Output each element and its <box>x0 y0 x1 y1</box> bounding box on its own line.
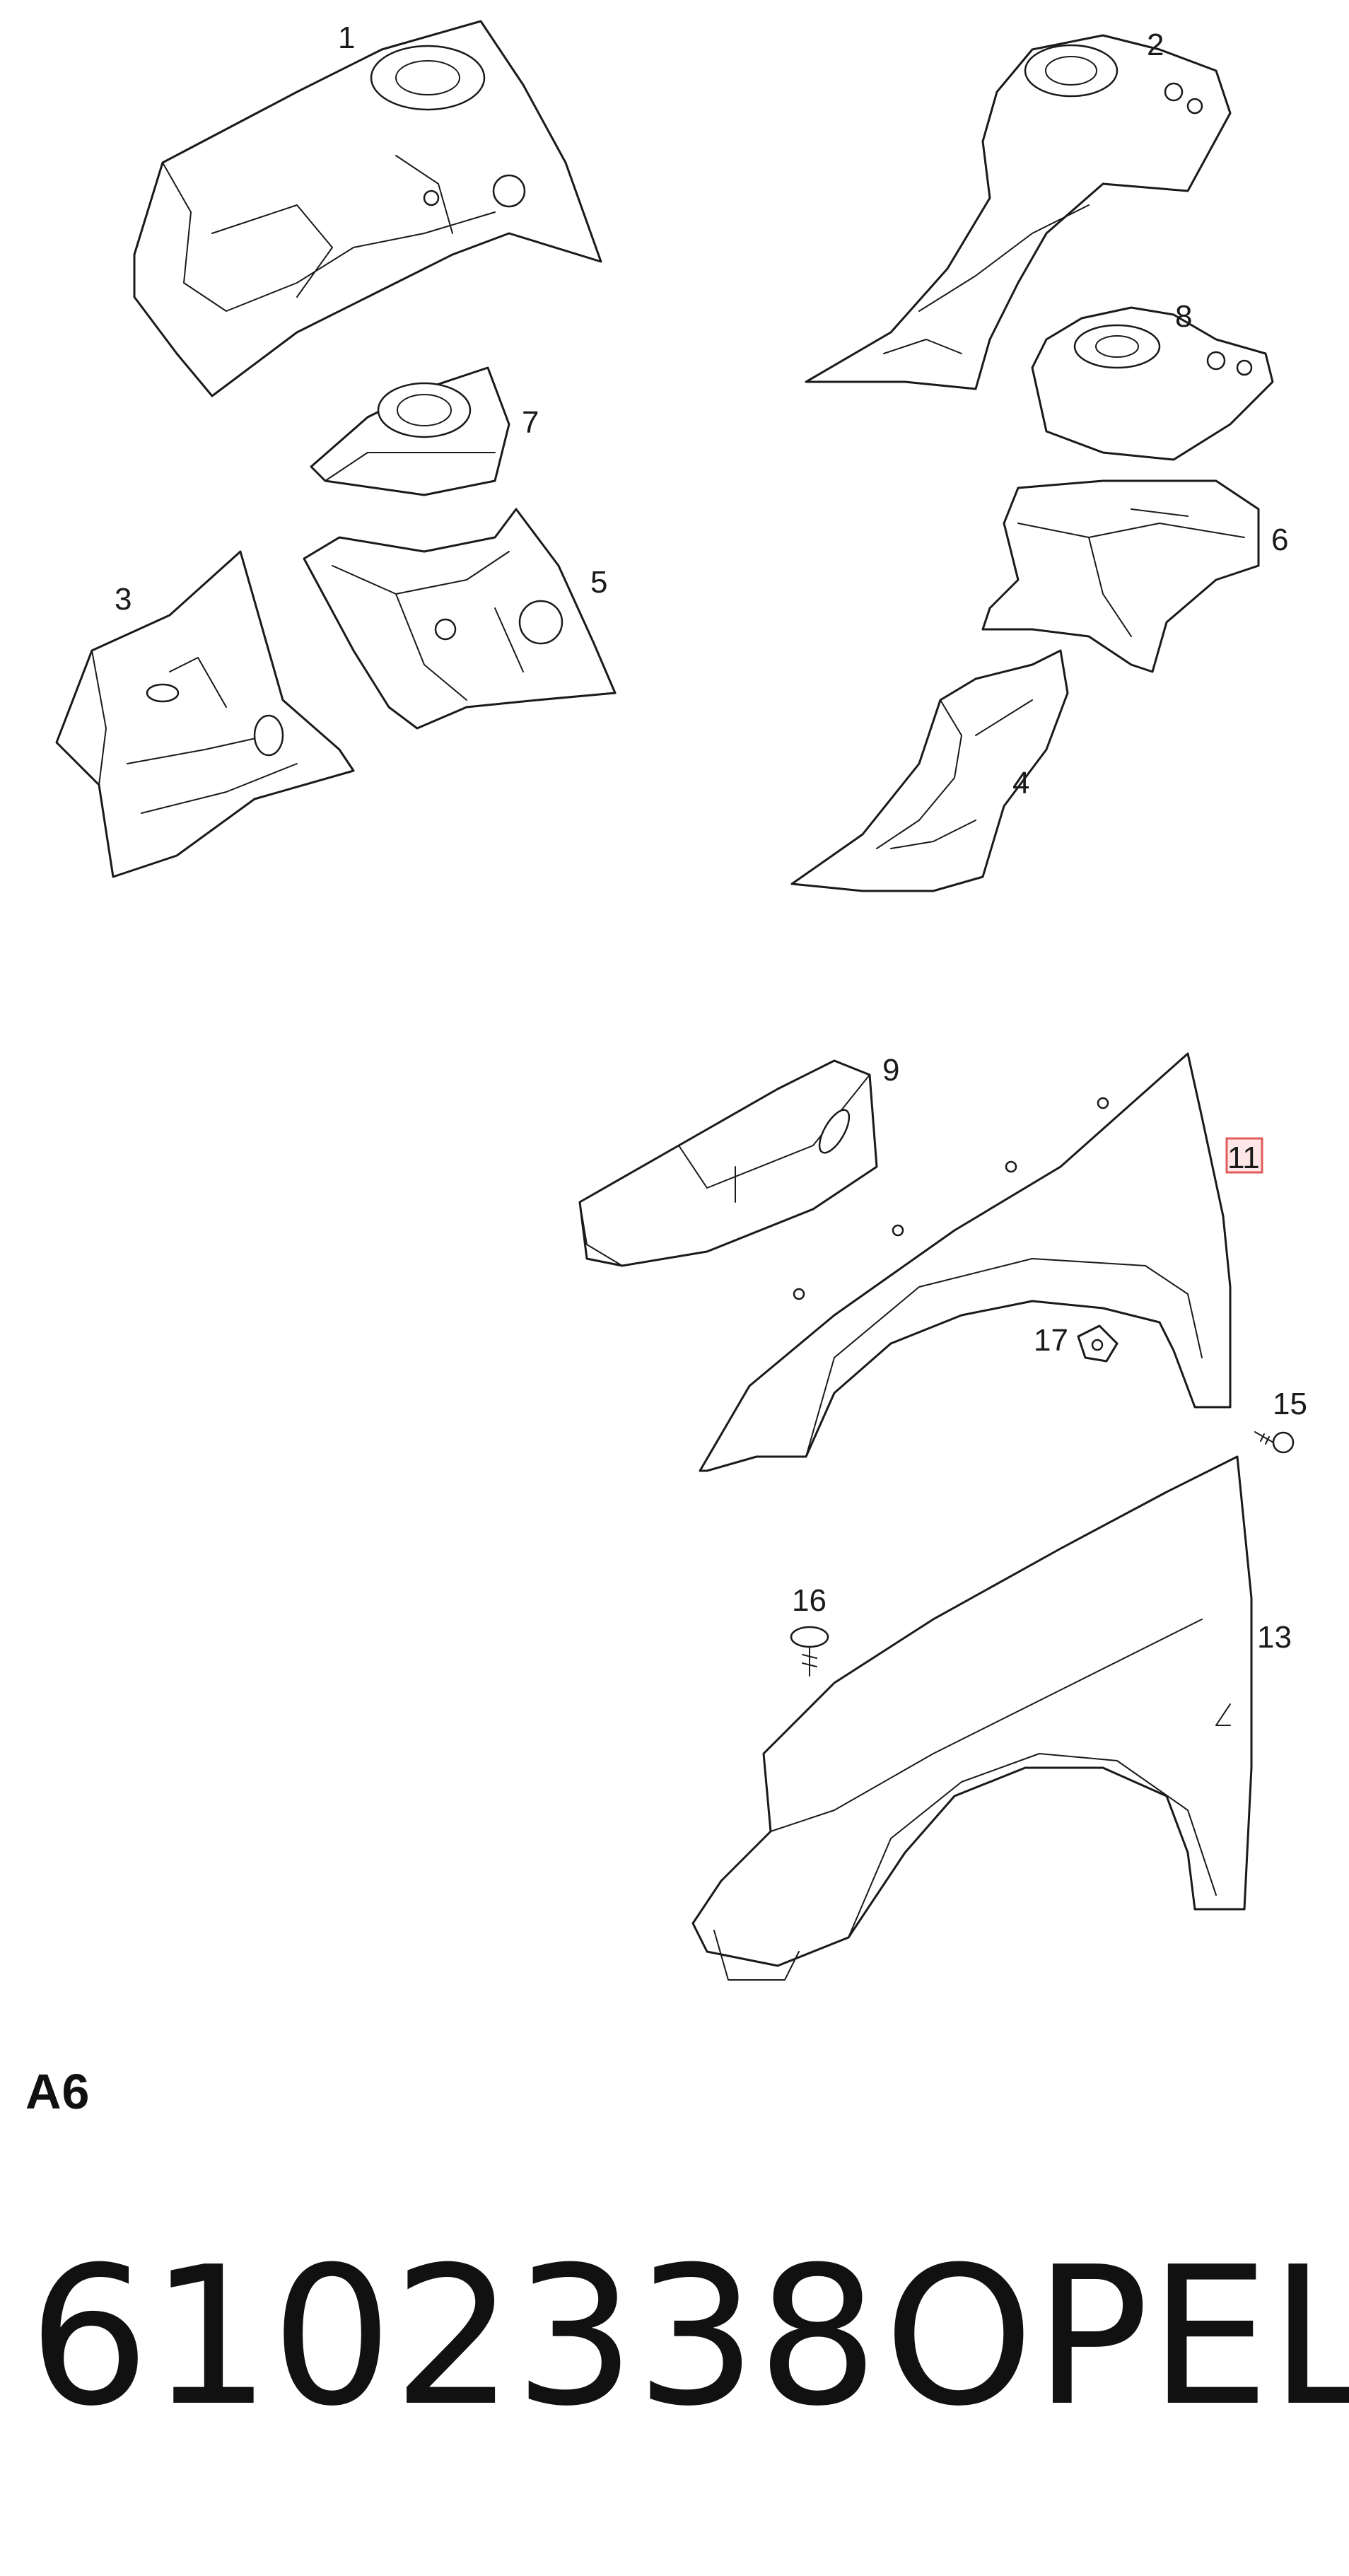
section-code: A6 <box>25 2064 90 2119</box>
callout-5: 5 <box>590 565 607 600</box>
part-13-front-fender <box>691 1455 1253 1981</box>
callout-15: 15 <box>1273 1387 1307 1421</box>
callout-11: 11 <box>1227 1141 1260 1175</box>
callout-7: 7 <box>522 405 539 440</box>
part-17-clip <box>1077 1324 1119 1363</box>
callout-2: 2 <box>1147 28 1164 62</box>
callout-1: 1 <box>338 21 355 55</box>
part-16-bolt <box>790 1626 829 1677</box>
part-4-longitudinal-rail <box>790 649 1069 892</box>
callout-6: 6 <box>1271 523 1288 557</box>
brand-name: OPEL <box>884 2225 1349 2448</box>
callout-11-highlight <box>1225 1137 1263 1174</box>
callout-13: 13 <box>1257 1620 1292 1655</box>
part-11-fender-inner-outline <box>699 1052 1232 1472</box>
callout-3: 3 <box>115 582 132 617</box>
part-number: 6102338 <box>28 2225 879 2448</box>
callout-9: 9 <box>882 1053 899 1088</box>
part-1-wheelhouse-assembly <box>133 20 602 397</box>
part-15-screw <box>1254 1431 1295 1454</box>
callout-8: 8 <box>1175 299 1192 334</box>
part-2-longitudinal-rail-assembly <box>805 34 1232 390</box>
callout-4: 4 <box>1012 766 1029 800</box>
part-8-strut-tower <box>1031 306 1274 461</box>
part-7-strut-tower-top <box>310 366 510 496</box>
part-9-upper-reinforcement <box>578 1059 878 1267</box>
part-5-wheelhouse-inner <box>303 508 617 730</box>
callout-17: 17 <box>1034 1323 1068 1358</box>
callout-16: 16 <box>792 1583 827 1618</box>
part-6-wheel-arch-panel <box>981 479 1260 673</box>
part-3-bracket-assembly <box>55 550 355 878</box>
parts-diagram: 1 7 5 3 2 <box>55 20 1307 1981</box>
